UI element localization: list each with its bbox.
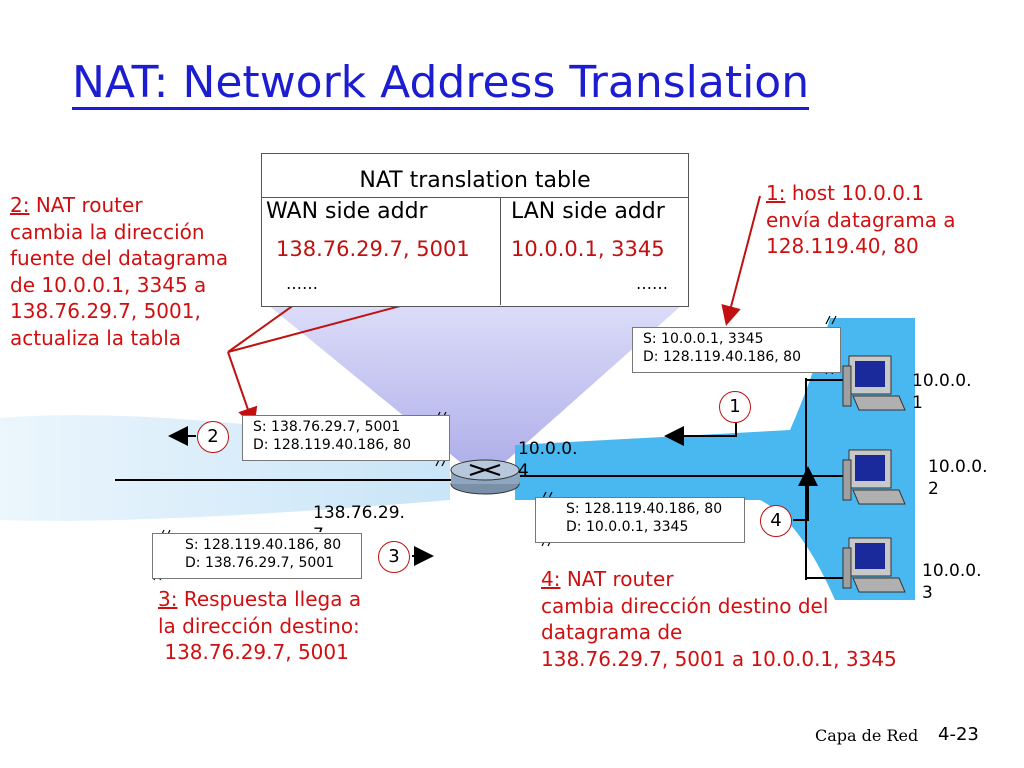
packet-destination: D: 138.76.29.7, 5001	[185, 555, 335, 571]
note-line: datagrama de	[541, 620, 683, 645]
ip-line: 10.0.0.	[518, 439, 578, 459]
packet-destination: D: 128.119.40.186, 80	[643, 349, 801, 365]
router-lan-ip: 10.0.0. 4	[518, 438, 577, 482]
ip-line: 10.0.0.	[928, 457, 988, 477]
table-cone	[268, 305, 682, 462]
note-line: 138.76.29.7, 5001 a 10.0.0.1, 3345	[541, 646, 897, 671]
footer-page-number: 4-23	[938, 724, 979, 745]
note-line: envía datagrama a	[766, 207, 956, 232]
packet-source: S: 128.119.40.186, 80	[566, 501, 723, 517]
host-computer-icon	[842, 537, 906, 593]
note-line: actualiza la tabla	[10, 325, 182, 350]
step-1-badge: 1	[719, 391, 751, 423]
table-rule	[262, 197, 688, 198]
note-line: fuente del datagrama	[10, 246, 229, 271]
note-line: 128.119.40, 80	[766, 234, 919, 259]
note-line: de 10.0.0.1, 3345 a	[10, 272, 207, 297]
note-number: 3:	[158, 587, 178, 611]
router-wan-ip: 138.76.29. 7	[313, 502, 405, 532]
note-step-2: 2: NAT router cambia la dirección fuente…	[10, 192, 228, 352]
ip-line: 10.0.0.	[912, 371, 972, 391]
page-title: NAT: Network Address Translation	[72, 58, 810, 111]
packet-destination: D: 10.0.0.1, 3345	[566, 519, 689, 535]
note-step-4: 4: NAT router cambia dirección destino d…	[541, 566, 897, 672]
note-line: 138.76.29.7, 5001	[158, 640, 349, 665]
ip-line: 1	[912, 393, 923, 413]
nat-translation-table: NAT translation table WAN side addr LAN …	[261, 153, 689, 307]
packet-destination: D: 128.119.40.186, 80	[253, 437, 411, 453]
packet-3: S: 128.119.40.186, 80 D: 138.76.29.7, 50…	[152, 533, 362, 579]
packet-source: S: 128.119.40.186, 80	[185, 537, 342, 553]
note-line: cambia la dirección	[10, 219, 205, 244]
note-line: la dirección destino:	[158, 613, 360, 638]
ip-line: 4	[518, 461, 529, 481]
lan-more: ……	[636, 274, 668, 293]
packet-source: S: 138.76.29.7, 5001	[253, 419, 401, 435]
ip-line: 10.0.0.	[922, 561, 982, 581]
ip-line: 7	[313, 524, 405, 532]
step-3-badge: 3	[378, 541, 410, 573]
note-number: 1:	[766, 181, 786, 205]
wan-column-header: WAN side addr	[266, 199, 428, 224]
ip-line: 3	[922, 583, 933, 603]
packet-source: S: 10.0.0.1, 3345	[643, 331, 764, 347]
note-line: 138.76.29.7, 5001,	[10, 299, 201, 324]
host-computer-icon	[842, 355, 906, 411]
note-step-1: 1: host 10.0.0.1 envía datagrama a 128.1…	[766, 180, 956, 260]
packet-2: S: 138.76.29.7, 5001 D: 128.119.40.186, …	[242, 415, 450, 461]
note-number: 4:	[541, 567, 561, 591]
lan-cell: 10.0.0.1, 3345	[511, 237, 665, 261]
table-header: NAT translation table	[359, 168, 591, 193]
lan-shape	[515, 318, 915, 600]
note-line: NAT router	[29, 193, 143, 217]
step-2-badge: 2	[197, 421, 229, 453]
host-computer-icon	[842, 449, 906, 505]
note-line: NAT router	[560, 567, 674, 591]
host-2-ip: 10.0.0. 2	[928, 456, 987, 500]
host-3-ip: 10.0.0. 3	[922, 560, 981, 604]
note-step-3: 3: Respuesta llega a la dirección destin…	[158, 586, 361, 666]
note-line: host 10.0.0.1	[785, 181, 925, 205]
ip-line: 138.76.29.	[313, 503, 405, 523]
note-line: Respuesta llega a	[177, 587, 362, 611]
packet-4: S: 128.119.40.186, 80 D: 10.0.0.1, 3345	[535, 497, 745, 543]
wan-cell: 138.76.29.7, 5001	[276, 237, 470, 261]
step-4-badge: 4	[760, 505, 792, 537]
ip-line: 2	[928, 479, 939, 499]
footer-chapter: Capa de Red	[815, 726, 919, 745]
wan-more: ……	[286, 274, 318, 293]
note-line: cambia dirección destino del	[541, 593, 829, 618]
table-column-divider	[500, 197, 501, 305]
packet-1: S: 10.0.0.1, 3345 D: 128.119.40.186, 80	[632, 327, 841, 373]
router-icon	[450, 459, 520, 495]
note-number: 2:	[10, 193, 30, 217]
host-1-ip: 10.0.0. 1	[912, 370, 971, 414]
lan-column-header: LAN side addr	[511, 199, 665, 224]
